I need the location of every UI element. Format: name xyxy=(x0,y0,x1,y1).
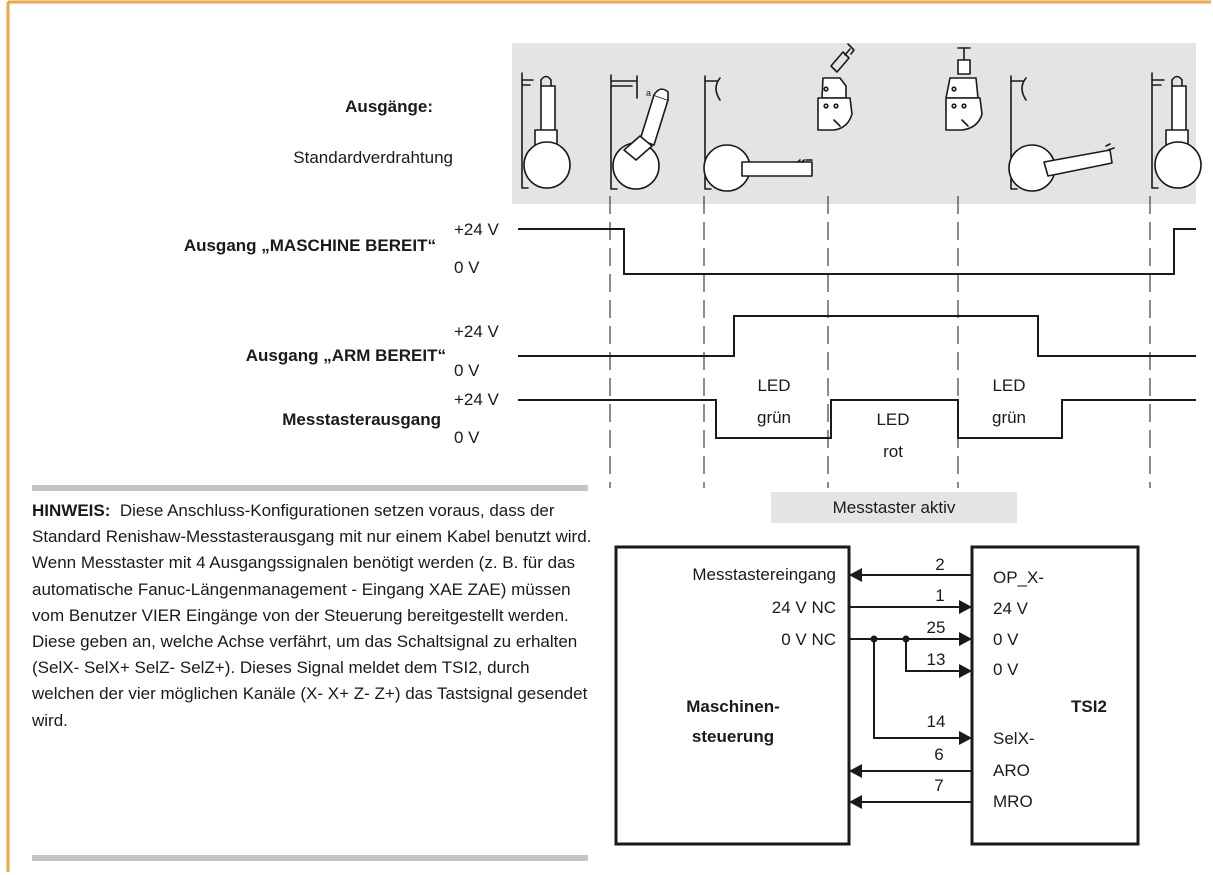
tsi2-terminal-aro: ARO xyxy=(993,761,1030,780)
machine-ready-waveform xyxy=(518,228,1196,275)
wire-13: 13 xyxy=(905,639,972,678)
probe-output-high-voltage: +24 V xyxy=(454,390,500,409)
tsi2-box xyxy=(970,545,1140,846)
machine-ready-high-voltage: +24 V xyxy=(454,220,500,239)
wire-1: 1 xyxy=(849,586,972,614)
illustration-band xyxy=(512,43,1196,204)
probe-output-low-voltage: 0 V xyxy=(454,428,480,447)
arm-illustration-3 xyxy=(703,75,813,192)
led-green-2-top: LED xyxy=(992,376,1025,395)
probe-output-waveform xyxy=(518,399,1196,439)
machine-control-title-2: steuerung xyxy=(692,727,774,746)
tsi2-terminal-0v-2: 0 V xyxy=(993,660,1019,679)
machine-control-title-1: Maschinen- xyxy=(686,697,780,716)
terminal-24v-nc: 24 V NC xyxy=(772,598,836,617)
note-bottom-rule xyxy=(32,855,588,861)
arm-illustration-6 xyxy=(1008,75,1115,192)
tsi2-terminal-0v-1: 0 V xyxy=(993,630,1019,649)
tsi2-title: TSI2 xyxy=(1071,697,1107,716)
svg-text:14: 14 xyxy=(927,712,946,731)
tsi2-terminal-op-x: OP_X- xyxy=(993,568,1044,587)
wire-6: 6 xyxy=(849,745,972,778)
arm-ready-high-voltage: +24 V xyxy=(454,322,500,341)
svg-text:13: 13 xyxy=(927,650,946,669)
svg-text:7: 7 xyxy=(934,776,943,795)
svg-text:a: a xyxy=(646,88,651,98)
led-green-2-bottom: grün xyxy=(992,408,1026,427)
wire-25: 25 xyxy=(849,618,972,646)
note-paragraph: HINWEIS: Diese Anschluss-Konfigurationen… xyxy=(32,498,592,734)
svg-text:2: 2 xyxy=(935,555,944,574)
led-green-1-top: LED xyxy=(757,376,790,395)
led-red-bottom: rot xyxy=(883,442,903,461)
note-prefix: HINWEIS: xyxy=(32,501,111,520)
arm-illustration-7 xyxy=(1151,72,1202,189)
wire-7: 7 xyxy=(849,776,972,809)
svg-text:25: 25 xyxy=(927,618,946,637)
tsi2-terminal-selx: SelX- xyxy=(993,729,1035,748)
note-text: Diese Anschluss-Konfigurationen setzen v… xyxy=(32,501,592,730)
machine-ready-low-voltage: 0 V xyxy=(454,258,480,277)
machine-control-box xyxy=(614,545,851,846)
wire-14: 14 xyxy=(873,639,972,745)
tsi2-terminal-mro: MRO xyxy=(993,792,1033,811)
outputs-title: Ausgänge: xyxy=(345,97,433,116)
terminal-probe-input: Messtastereingang xyxy=(692,565,836,584)
standard-wiring-label: Standardverdrahtung xyxy=(293,148,453,167)
led-green-1-bottom: grün xyxy=(757,408,791,427)
tsi2-terminal-24v: 24 V xyxy=(993,599,1029,618)
wire-2: 2 xyxy=(849,555,972,582)
arm-ready-waveform xyxy=(518,315,1196,357)
arm-illustration-1 xyxy=(521,72,571,189)
led-red-top: LED xyxy=(876,410,909,429)
timing-guide-lines xyxy=(609,196,1151,488)
note-top-rule xyxy=(32,485,588,491)
signal-arm-ready-label: Ausgang „ARM BEREIT“ xyxy=(246,346,446,365)
terminal-0v-nc: 0 V NC xyxy=(781,630,836,649)
svg-text:1: 1 xyxy=(935,586,944,605)
probe-active-badge: Messtaster aktiv xyxy=(771,492,1017,523)
signal-machine-ready-label: Ausgang „MASCHINE BEREIT“ xyxy=(184,236,436,255)
probe-illustration-1 xyxy=(817,43,855,131)
svg-text:6: 6 xyxy=(934,745,943,764)
signal-probe-output-label: Messtasterausgang xyxy=(282,410,441,429)
arm-illustration-2: a xyxy=(610,74,669,190)
probe-illustration-2 xyxy=(945,47,983,131)
arm-ready-low-voltage: 0 V xyxy=(454,361,480,380)
